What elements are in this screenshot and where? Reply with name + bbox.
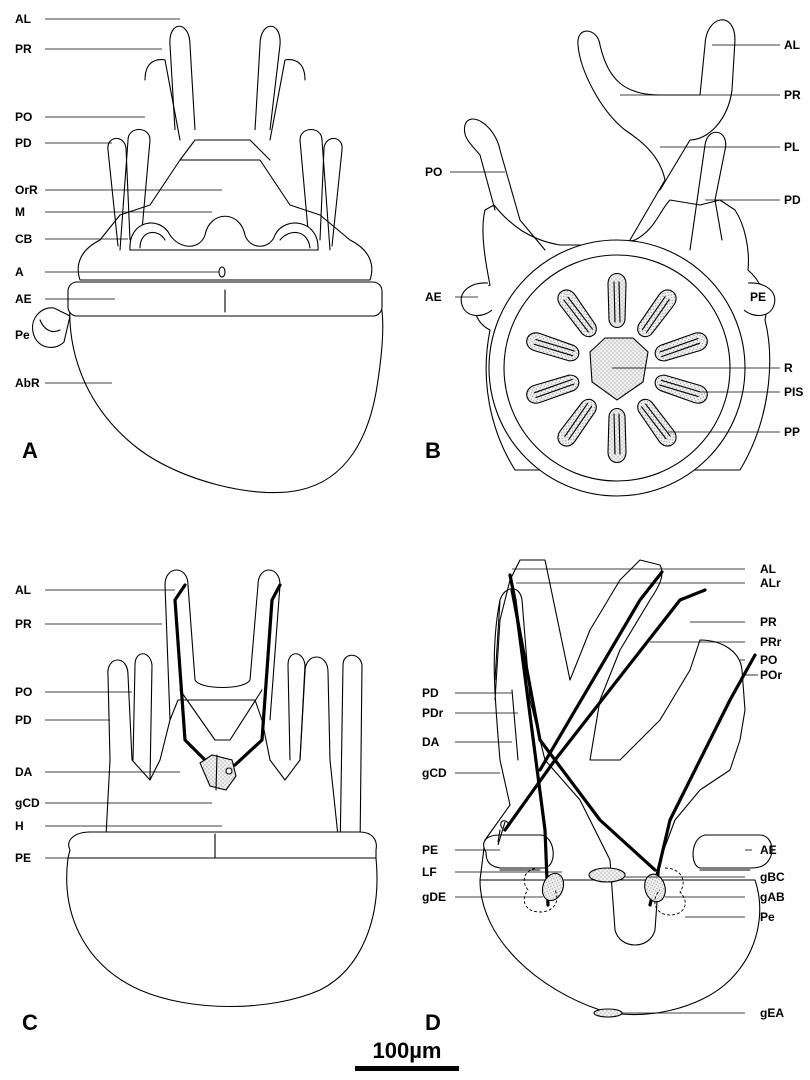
label-b-al: AL bbox=[784, 38, 800, 52]
label-d-gea: gEA bbox=[760, 1006, 784, 1020]
label-d-pr: PR bbox=[760, 615, 777, 629]
label-a-abr: AbR bbox=[15, 376, 40, 390]
label-d-pd: PD bbox=[422, 686, 439, 700]
panel-letter-a: A bbox=[22, 438, 38, 463]
label-d-alr: ALr bbox=[760, 576, 781, 590]
label-d-gde: gDE bbox=[422, 890, 446, 904]
label-a-cb: CB bbox=[15, 232, 33, 246]
label-d-prr: PRr bbox=[760, 635, 782, 649]
label-a-pd: PD bbox=[15, 136, 32, 150]
label-d-gab: gAB bbox=[760, 890, 785, 904]
label-c-pe: PE bbox=[15, 851, 31, 865]
label-a-ae: AE bbox=[15, 292, 32, 306]
scale-bar-line bbox=[355, 1066, 459, 1071]
label-c-da: DA bbox=[15, 765, 33, 779]
label-c-pr: PR bbox=[15, 617, 32, 631]
label-c-al: AL bbox=[15, 583, 31, 597]
label-b-po: PO bbox=[425, 165, 442, 179]
label-b-ae: AE bbox=[425, 290, 442, 304]
label-b-pe: PE bbox=[750, 290, 766, 304]
label-d-gcd: gCD bbox=[422, 766, 447, 780]
label-b-pd: PD bbox=[784, 193, 801, 207]
label-d-al: AL bbox=[760, 562, 776, 576]
label-a-pe: Pe bbox=[15, 328, 30, 342]
label-c-h: H bbox=[15, 819, 24, 833]
label-b-r: R bbox=[784, 361, 793, 375]
label-c-po: PO bbox=[15, 685, 32, 699]
label-d-gbc: gBC bbox=[760, 870, 785, 884]
label-a-orr: OrR bbox=[15, 183, 38, 197]
scale-bar: 100µm bbox=[355, 1038, 459, 1071]
label-d-pdr: PDr bbox=[422, 706, 444, 720]
label-b-pl: PL bbox=[784, 140, 799, 154]
label-b-pp: PP bbox=[784, 425, 800, 439]
label-c-gcd: gCD bbox=[15, 796, 40, 810]
label-a-al: AL bbox=[15, 12, 31, 26]
panel-b-drawing bbox=[461, 20, 775, 496]
label-d-por: POr bbox=[760, 668, 782, 682]
label-d-pe-pedal: Pe bbox=[760, 910, 775, 924]
panel-c-drawing bbox=[67, 570, 377, 1007]
label-d-da: DA bbox=[422, 735, 440, 749]
panel-d-drawing bbox=[480, 560, 772, 1017]
label-b-pis: PIS bbox=[784, 385, 803, 399]
scale-bar-label: 100µm bbox=[373, 1038, 442, 1063]
label-d-pe: PE bbox=[422, 843, 438, 857]
label-b-pr: PR bbox=[784, 88, 801, 102]
panel-a-drawing bbox=[33, 26, 383, 492]
label-a-a: A bbox=[15, 265, 24, 279]
panel-letter-d: D bbox=[425, 1010, 441, 1035]
panel-letter-c: C bbox=[22, 1010, 38, 1035]
label-a-m: M bbox=[15, 205, 25, 219]
label-a-pr: PR bbox=[15, 42, 32, 56]
label-d-lf: LF bbox=[422, 865, 437, 879]
label-d-ae: AE bbox=[760, 843, 777, 857]
label-a-po: PO bbox=[15, 110, 32, 124]
panel-letter-b: B bbox=[425, 438, 441, 463]
label-d-po: PO bbox=[760, 653, 777, 667]
label-c-pd: PD bbox=[15, 713, 32, 727]
